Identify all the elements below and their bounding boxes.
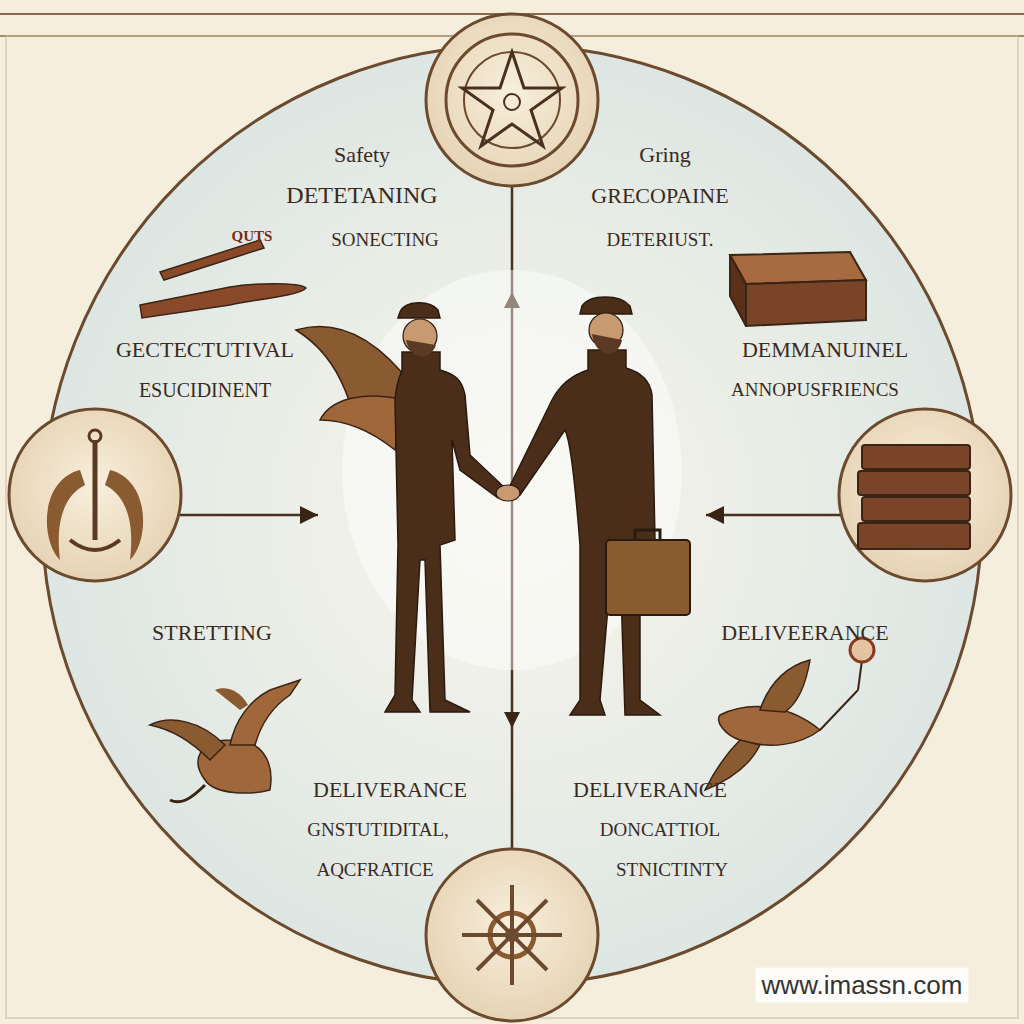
- caption-label: STRETTING: [152, 620, 272, 646]
- caption-label: DETETANING: [286, 182, 437, 209]
- caption-label: GNSTUTIDITAL,: [307, 819, 448, 841]
- caption-label: DEMMANUINEL: [742, 337, 908, 363]
- caption-label: DELIVERANCE: [573, 777, 727, 803]
- caption-label: AQCFRATICE: [316, 859, 433, 881]
- caption-label: QUTS: [232, 228, 273, 245]
- caption-label: STNICTINTY: [616, 859, 728, 881]
- caption-label: ESUCIDINENT: [139, 379, 271, 402]
- caption-label: GRECOPAINE: [591, 183, 728, 209]
- caption-label: GECTECTUTIVAL: [116, 337, 294, 363]
- caption-label: Gring: [639, 142, 690, 168]
- caption-label: DETERIUST.: [607, 229, 714, 251]
- caption-label: DONCATTIOL: [600, 819, 720, 841]
- caption-label: ANNOPUSFRIENCS: [731, 379, 899, 401]
- caption-label: SONECTING: [331, 229, 439, 251]
- watermark: www.imassn.com: [756, 968, 969, 1003]
- caption-label: DELIVEERANCE: [721, 620, 888, 646]
- caption-label: Safety: [334, 142, 390, 168]
- caption-label: DELIVERANCE: [313, 777, 467, 803]
